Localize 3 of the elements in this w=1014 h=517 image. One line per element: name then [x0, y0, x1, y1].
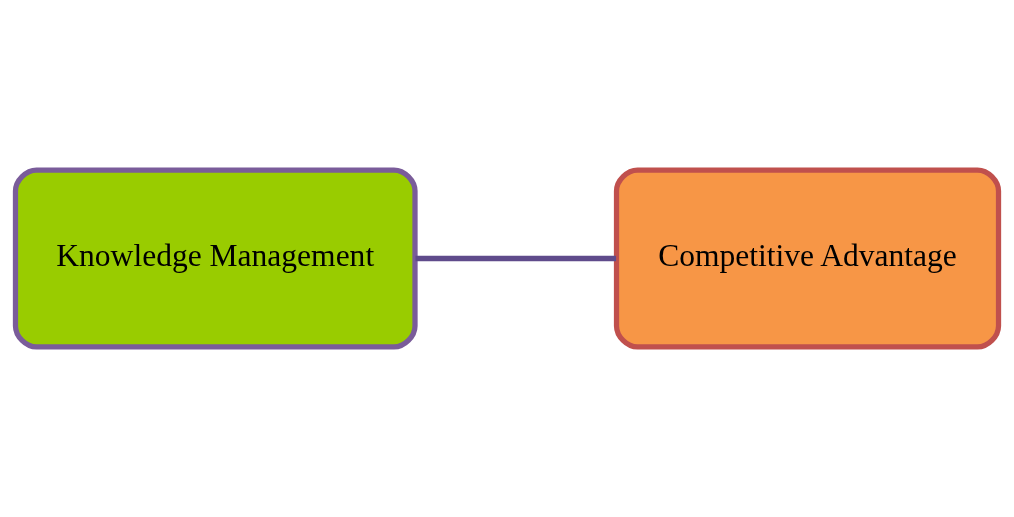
- node-box: Competitive Advantage: [613, 167, 1002, 350]
- node-box: Knowledge Management: [12, 167, 418, 350]
- connector: [415, 255, 617, 262]
